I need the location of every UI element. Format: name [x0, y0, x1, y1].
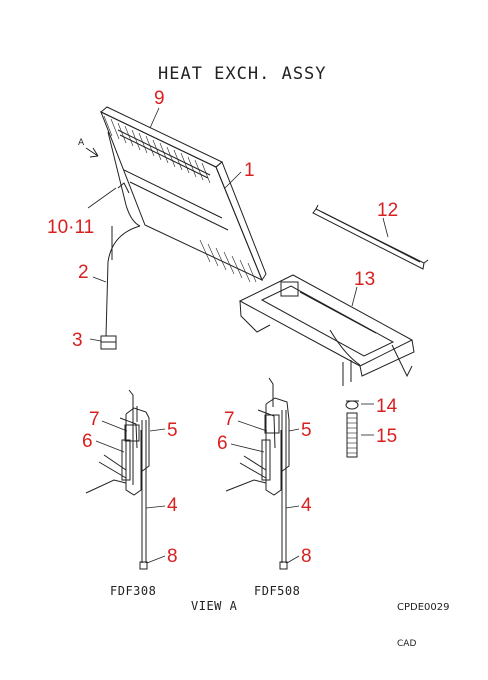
diagram-title: HEAT EXCH. ASSY [158, 64, 327, 84]
caption-fdf508: FDF508 [254, 584, 301, 598]
callout-9: 9 [154, 88, 165, 109]
support-rail [313, 205, 428, 269]
caption-fdf308: FDF308 [110, 584, 157, 598]
leader-lines [88, 108, 388, 563]
pipe-assembly [101, 132, 140, 349]
callout-3: 3 [72, 330, 83, 351]
callout-7-left: 7 [89, 409, 100, 430]
callout-13: 13 [354, 269, 376, 290]
callout-7-right: 7 [224, 409, 235, 430]
drain-pan [240, 275, 414, 386]
callout-8-left: 8 [167, 546, 178, 567]
drain-hose [347, 413, 357, 457]
callout-5-right: 5 [301, 420, 312, 441]
caption-view-a: VIEW A [191, 599, 238, 613]
view-a-arrow [86, 148, 98, 157]
callout-10-11: 10·11 [47, 217, 95, 238]
callout-6-right: 6 [217, 433, 228, 454]
callout-2: 2 [78, 262, 89, 283]
callout-1: 1 [244, 160, 255, 181]
detail-fdf308 [86, 390, 149, 569]
drawing-code: CPDE0029 [397, 602, 450, 613]
callout-6-left: 6 [82, 431, 93, 452]
callout-5-left: 5 [167, 420, 178, 441]
callout-8-right: 8 [301, 546, 312, 567]
cad-mark: CAD [397, 639, 417, 649]
callout-4-right: 4 [301, 495, 312, 516]
detail-fdf508 [226, 378, 289, 569]
hose-band [346, 401, 359, 409]
heat-exchanger-panel [101, 107, 266, 282]
callout-15: 15 [376, 426, 398, 447]
view-a-marker: A [78, 138, 85, 148]
callout-4-left: 4 [167, 495, 178, 516]
callout-14: 14 [376, 396, 398, 417]
callout-12: 12 [377, 200, 399, 221]
